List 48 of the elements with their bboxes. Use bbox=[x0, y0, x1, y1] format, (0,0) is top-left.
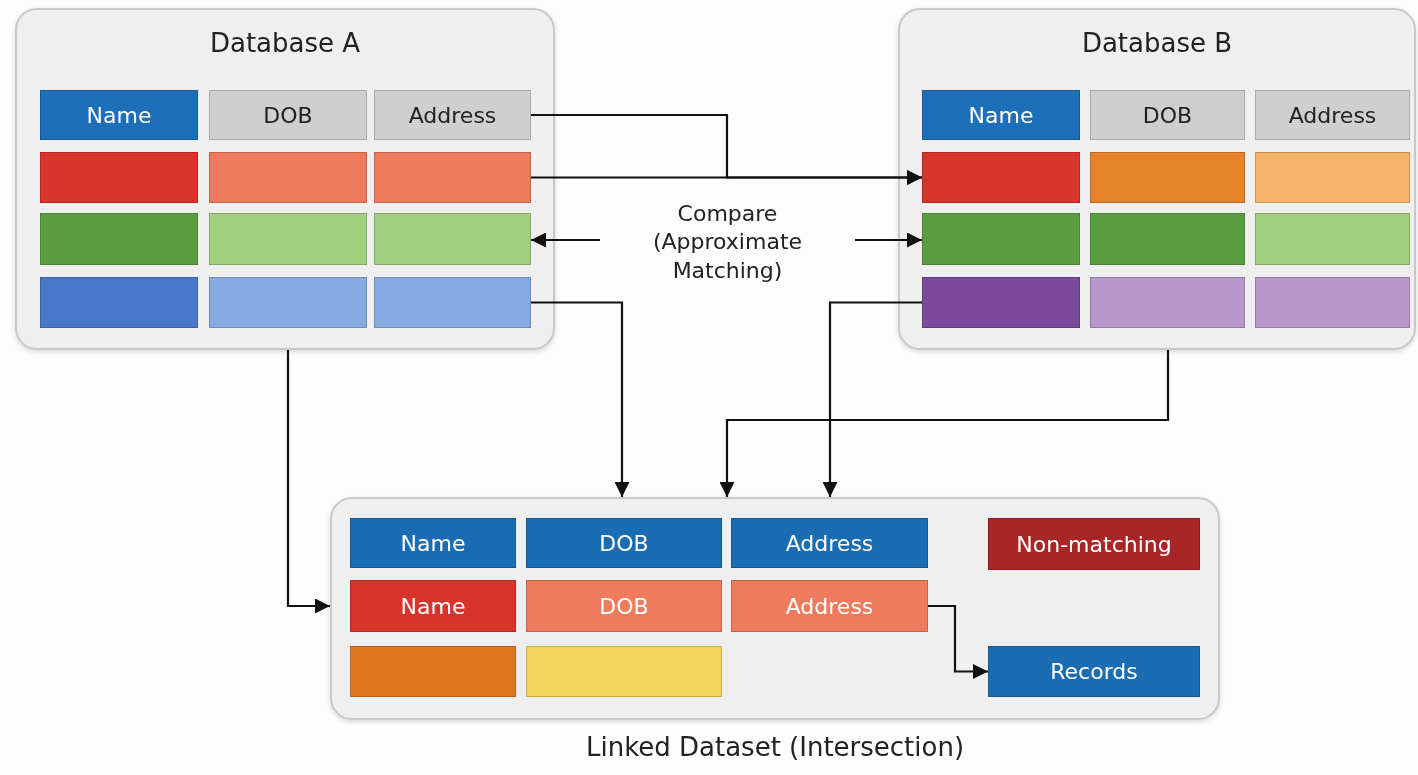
empty-cell bbox=[1090, 152, 1245, 203]
table-cell: DOB bbox=[526, 580, 722, 632]
empty-cell bbox=[40, 213, 198, 265]
panel-title: Linked Dataset (Intersection) bbox=[584, 732, 966, 762]
database-panel bbox=[15, 8, 555, 350]
empty-cell bbox=[209, 277, 367, 328]
arrow bbox=[822, 301, 922, 497]
panel-title: Database B bbox=[1080, 28, 1234, 58]
empty-cell bbox=[209, 213, 367, 265]
empty-cell bbox=[526, 646, 722, 697]
table-cell: Address bbox=[731, 580, 928, 632]
table-cell: Name bbox=[40, 90, 198, 140]
empty-cell bbox=[922, 277, 1080, 328]
arrow bbox=[719, 350, 1170, 497]
empty-cell bbox=[40, 152, 198, 203]
arrow bbox=[531, 170, 922, 185]
table-cell: Name bbox=[350, 580, 516, 632]
empty-cell bbox=[1255, 277, 1410, 328]
panel-title: Database A bbox=[208, 28, 362, 58]
empty-cell bbox=[374, 152, 531, 203]
table-cell: Non-matching bbox=[988, 518, 1200, 570]
table-cell: Address bbox=[1255, 90, 1410, 140]
empty-cell bbox=[1255, 152, 1410, 203]
empty-cell bbox=[350, 646, 516, 697]
table-cell: Name bbox=[922, 90, 1080, 140]
empty-cell bbox=[209, 152, 367, 203]
empty-cell bbox=[922, 213, 1080, 265]
database-panel bbox=[898, 8, 1416, 350]
compare-label: Compare (Approximate Matching) bbox=[651, 199, 804, 285]
arrow bbox=[531, 301, 630, 497]
empty-cell bbox=[1090, 213, 1245, 265]
empty-cell bbox=[1090, 277, 1245, 328]
table-cell: Records bbox=[988, 646, 1200, 697]
table-cell: Name bbox=[350, 518, 516, 568]
table-cell: DOB bbox=[209, 90, 367, 140]
arrow bbox=[531, 232, 600, 248]
arrow bbox=[928, 604, 988, 679]
empty-cell bbox=[1255, 213, 1410, 265]
empty-cell bbox=[374, 213, 531, 265]
arrow bbox=[855, 232, 922, 248]
empty-cell bbox=[40, 277, 198, 328]
table-cell: Address bbox=[374, 90, 531, 140]
empty-cell bbox=[374, 277, 531, 328]
table-cell: Address bbox=[731, 518, 928, 568]
table-cell: DOB bbox=[1090, 90, 1245, 140]
empty-cell bbox=[922, 152, 1080, 203]
table-cell: DOB bbox=[526, 518, 722, 568]
arrow bbox=[286, 350, 330, 614]
